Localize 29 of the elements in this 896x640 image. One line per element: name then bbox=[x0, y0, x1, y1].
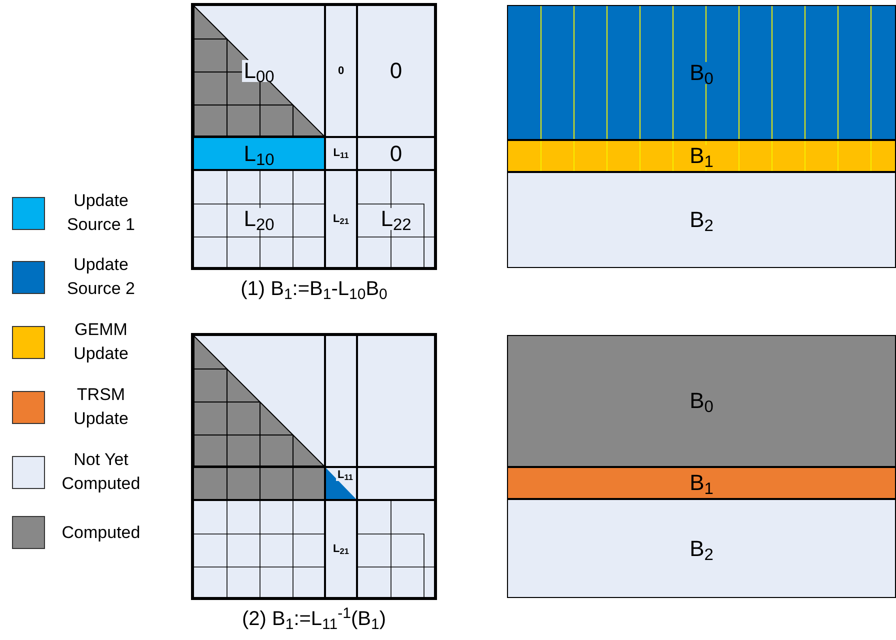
formula-caption: (1) B$_{1}$:=B$_{1}$-L$_{10}$B$_{0}$ bbox=[240, 277, 388, 304]
vector-block bbox=[507, 499, 896, 598]
block-label: L$_{21}$ bbox=[331, 214, 351, 224]
matrix-block bbox=[325, 170, 357, 268]
legend-label: Not Yet Computed bbox=[60, 449, 142, 495]
block-label: L$_{00}$ bbox=[242, 60, 276, 82]
legend-label: Update Source 2 bbox=[66, 254, 136, 300]
legend-label: GEMM Update bbox=[72, 319, 130, 365]
matrix-block bbox=[357, 467, 435, 500]
matrix-block bbox=[325, 500, 357, 598]
matrix-block bbox=[325, 5, 357, 137]
matrix-block bbox=[357, 5, 435, 137]
block-label: L$_{11}$ bbox=[336, 470, 355, 481]
legend-label: Update Source 1 bbox=[66, 190, 136, 236]
vector-block bbox=[507, 172, 896, 268]
matrix-block bbox=[357, 335, 435, 467]
matrix-block bbox=[357, 137, 435, 170]
matrix-block bbox=[193, 137, 325, 170]
matrix-block bbox=[325, 335, 357, 467]
block-label: 0 bbox=[388, 142, 404, 164]
matrix-block bbox=[325, 137, 357, 170]
legend-label: TRSM Update bbox=[72, 384, 130, 430]
formula-caption: (2) B$_{1}$:=L$_{11}$$^{-1}$(B$_{1}$) bbox=[242, 604, 386, 634]
block-label: 0 bbox=[336, 66, 346, 76]
legend-label: Computed bbox=[60, 522, 142, 544]
block-label: L$_{11}$ bbox=[331, 148, 351, 159]
vector-block bbox=[507, 335, 896, 467]
vector-block bbox=[507, 467, 896, 499]
block-label: L$_{21}$ bbox=[331, 544, 351, 554]
